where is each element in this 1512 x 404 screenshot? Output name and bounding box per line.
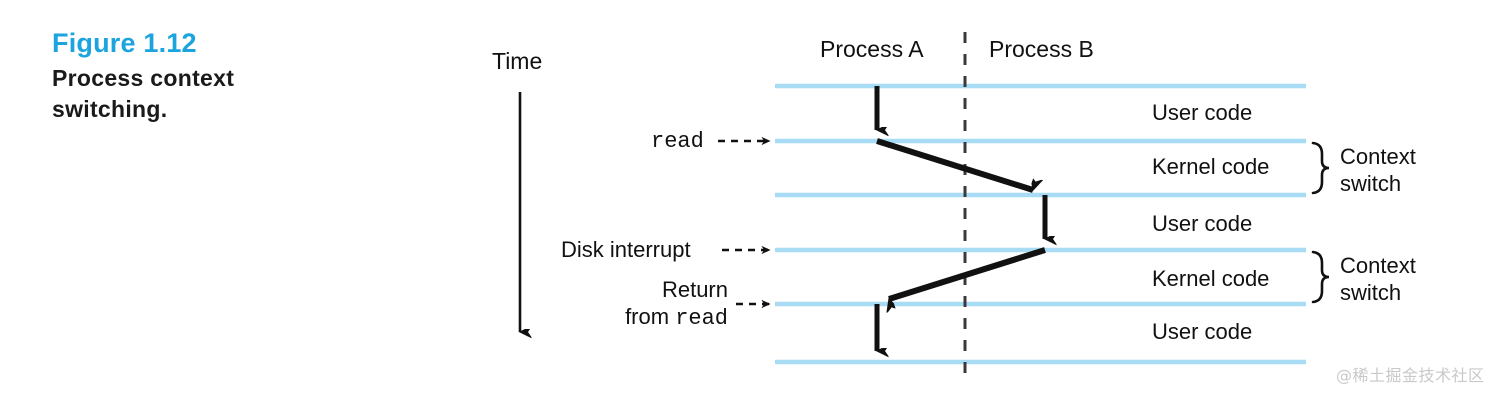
brace-label-context-switch-1-line-2: switch xyxy=(1340,171,1402,196)
event-label-read: read xyxy=(651,129,704,154)
figure-number: Figure 1.12 xyxy=(52,28,197,58)
brace-label-context-switch-2-line-2: switch xyxy=(1340,280,1402,305)
time-axis-label: Time xyxy=(492,48,543,74)
band-label-user-code-3: User code xyxy=(1152,319,1253,344)
band-label-user-code-2: User code xyxy=(1152,211,1253,236)
figure-title-line-1: Process context xyxy=(52,65,235,91)
watermark: @稀土掘金技术社区 xyxy=(1336,366,1485,385)
figure-title: Process context switching. xyxy=(52,63,382,125)
brace-context-switch-2 xyxy=(1311,250,1330,304)
flow-arrow-context-switch-2 xyxy=(889,247,1046,299)
flow-arrow-context-switch-1 xyxy=(876,138,1033,193)
band-label-user-code-1: User code xyxy=(1152,100,1253,125)
brace-label-context-switch-1: Context switch xyxy=(1340,143,1490,197)
brace-label-context-switch-2: Context switch xyxy=(1340,252,1490,306)
figure-caption: Figure 1.12 Process context switching. xyxy=(52,26,382,125)
column-header-process-a: Process A xyxy=(820,36,924,62)
event-label-return-from-read: Return from read xyxy=(543,276,728,332)
band-label-kernel-code-2: Kernel code xyxy=(1152,266,1270,291)
event-label-return-line-1: Return xyxy=(661,277,728,302)
brace-label-context-switch-2-line-1: Context xyxy=(1340,253,1416,278)
band-label-kernel-code-1: Kernel code xyxy=(1152,154,1270,179)
event-label-return-line-2-prefix: from xyxy=(625,304,676,329)
figure-title-line-2: switching. xyxy=(52,96,168,122)
event-label-return-line-2-mono: read xyxy=(675,306,728,331)
event-label-disk-interrupt: Disk interrupt xyxy=(561,237,691,262)
column-header-process-b: Process B xyxy=(989,36,1094,62)
brace-context-switch-1 xyxy=(1311,141,1330,195)
brace-label-context-switch-1-line-1: Context xyxy=(1340,144,1416,169)
